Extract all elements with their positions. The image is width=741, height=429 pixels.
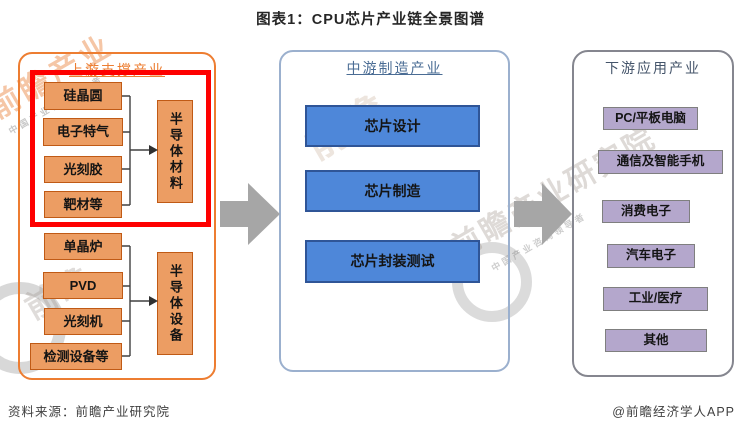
panel-downstream-title: 下游应用产业 bbox=[605, 60, 701, 76]
app-credit: @前瞻经济学人APP bbox=[612, 405, 735, 419]
node-consumer-electronics: 消费电子 bbox=[602, 200, 690, 223]
node-testing-equipment: 检测设备等 bbox=[30, 343, 122, 370]
node-chip-design: 芯片设计 bbox=[305, 105, 480, 147]
source-note: 资料来源：前瞻产业研究院 bbox=[8, 405, 171, 419]
panel-midstream-title: 中游制造产业 bbox=[346, 60, 443, 76]
panel-upstream-title: 上游支撑产业 bbox=[69, 62, 165, 78]
node-target-material: 靶材等 bbox=[44, 191, 122, 218]
node-chip-packaging-testing: 芯片封装测试 bbox=[305, 240, 480, 283]
node-pc-tablet: PC/平板电脑 bbox=[603, 107, 698, 130]
node-photoresist: 光刻胶 bbox=[44, 156, 122, 183]
node-silicon-wafer: 硅晶圆 bbox=[44, 82, 122, 110]
node-telecom-smartphone: 通信及智能手机 bbox=[598, 150, 723, 174]
node-lithography-machine: 光刻机 bbox=[44, 308, 122, 335]
flow-arrow-midstream-to-downstream bbox=[514, 183, 572, 245]
flow-arrow-upstream-to-midstream bbox=[220, 183, 280, 245]
panel-downstream: 下游应用产业 bbox=[572, 50, 734, 377]
node-semiconductor-equipment: 半导体设备 bbox=[157, 252, 193, 355]
figure-title: 图表1：CPU芯片产业链全景图谱 bbox=[256, 12, 485, 28]
node-chip-manufacturing: 芯片制造 bbox=[305, 170, 480, 212]
node-industrial-medical: 工业/医疗 bbox=[603, 287, 708, 311]
node-others: 其他 bbox=[605, 329, 707, 352]
node-automotive-electronics: 汽车电子 bbox=[607, 244, 695, 268]
panel-midstream: 中游制造产业 bbox=[279, 50, 510, 372]
node-crystal-furnace: 单晶炉 bbox=[44, 233, 122, 260]
node-pvd: PVD bbox=[43, 272, 123, 299]
node-electronic-gas: 电子特气 bbox=[43, 118, 123, 146]
node-semiconductor-materials: 半导体材料 bbox=[157, 100, 193, 203]
